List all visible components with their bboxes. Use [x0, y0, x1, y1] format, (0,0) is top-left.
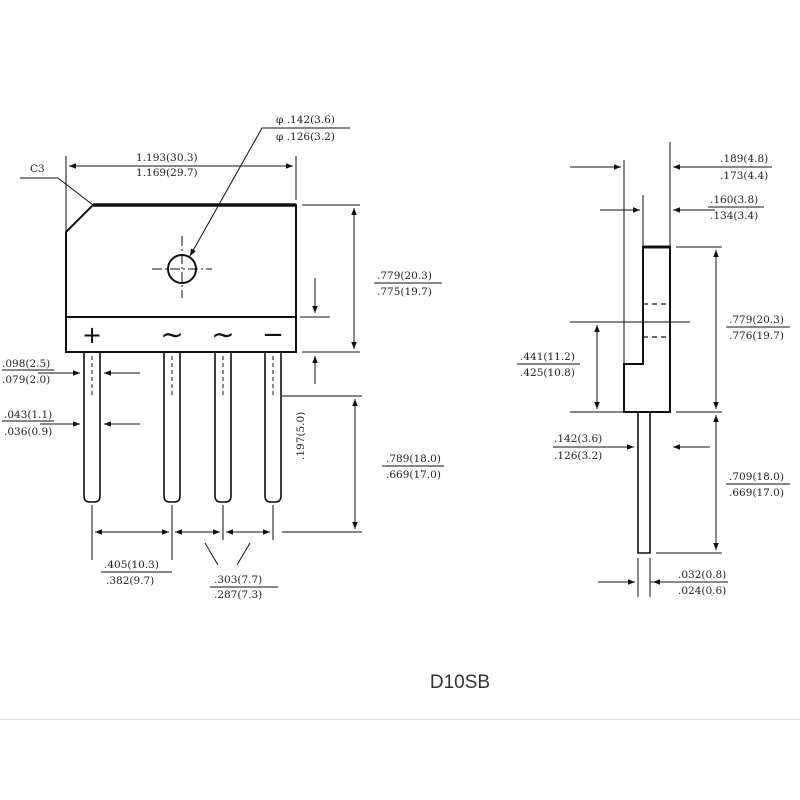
side-lower-height-max: .441(11.2) — [520, 351, 575, 363]
side-body-height-min: .776(19.7) — [729, 330, 784, 342]
hole-diameter-leader — [189, 127, 350, 257]
lead-ac-1 — [163, 352, 181, 503]
pin-markings: + ∼ ∼ − — [82, 318, 284, 351]
side-lower-height-min: .425(10.8) — [520, 367, 575, 379]
lead-length-min: .669(17.0) — [386, 469, 441, 481]
side-lead-thickness-min: .024(0.6) — [678, 585, 726, 597]
side-lead-length-min: .669(17.0) — [729, 487, 784, 499]
lead-width-min: .079(2.0) — [2, 374, 50, 386]
pitch-wide-max: .405(10.3) — [104, 559, 159, 571]
pitch-narrow-max: .303(7.7) — [214, 574, 262, 586]
side-upper-thickness-min: .134(3.4) — [710, 210, 758, 222]
side-thickness-max: .189(4.8) — [720, 153, 768, 165]
side-lead-length-max: .709(18.0) — [729, 471, 784, 483]
side-thickness-min: .173(4.4) — [720, 170, 768, 182]
lead-ac-2 — [214, 352, 232, 503]
lead-thickness-min: .036(0.9) — [4, 426, 52, 438]
side-body-outline — [623, 246, 671, 413]
lead-minus — [264, 352, 282, 503]
chamfer-label: C3 — [30, 163, 45, 175]
lead-length-max: .789(18.0) — [386, 453, 441, 465]
part-name-caption: D10SB — [429, 672, 491, 693]
side-upper-thickness-max: .160(3.8) — [710, 194, 758, 206]
side-lead-offset-max: .142(3.6) — [554, 433, 602, 445]
hole-diameter-max: φ .142(3.6) — [276, 114, 335, 126]
body-height-max: .779(20.3) — [377, 270, 432, 282]
side-lead-thickness-max: .032(0.8) — [678, 569, 726, 581]
lead-plus — [83, 352, 101, 503]
side-lead-offset-min: .126(3.2) — [554, 450, 602, 462]
pin-mark-ac-1: ∼ — [160, 318, 183, 351]
body-height-min: .775(19.7) — [377, 286, 432, 298]
pin-mark-plus: + — [82, 321, 102, 349]
pitch-wide-min: .382(9.7) — [106, 575, 154, 587]
lead-thickness-max: .043(1.1) — [4, 409, 52, 421]
pitch-narrow-min: .287(7.3) — [214, 589, 262, 601]
side-view — [517, 142, 790, 597]
lead-width-max: .098(2.5) — [2, 358, 50, 370]
body-width-max: 1.193(30.3) — [136, 152, 198, 164]
side-lead — [637, 412, 651, 554]
chamfer-leader — [20, 177, 94, 206]
front-view-labels: C3 1.193(30.3) 1.169(29.7) φ .142(3.6) φ… — [2, 114, 441, 601]
body-width-min: 1.169(29.7) — [136, 167, 198, 179]
hole-diameter-min: φ .126(3.2) — [276, 131, 335, 143]
pin-mark-ac-2: ∼ — [211, 318, 234, 351]
standoff-label: .197(5.0) — [295, 412, 307, 460]
side-view-labels: .189(4.8) .173(4.4) .160(3.8) .134(3.4) … — [520, 153, 784, 597]
side-body-height-max: .779(20.3) — [729, 314, 784, 326]
front-view — [2, 127, 444, 588]
bottom-divider — [0, 719, 800, 720]
pin-mark-minus: − — [262, 320, 284, 350]
